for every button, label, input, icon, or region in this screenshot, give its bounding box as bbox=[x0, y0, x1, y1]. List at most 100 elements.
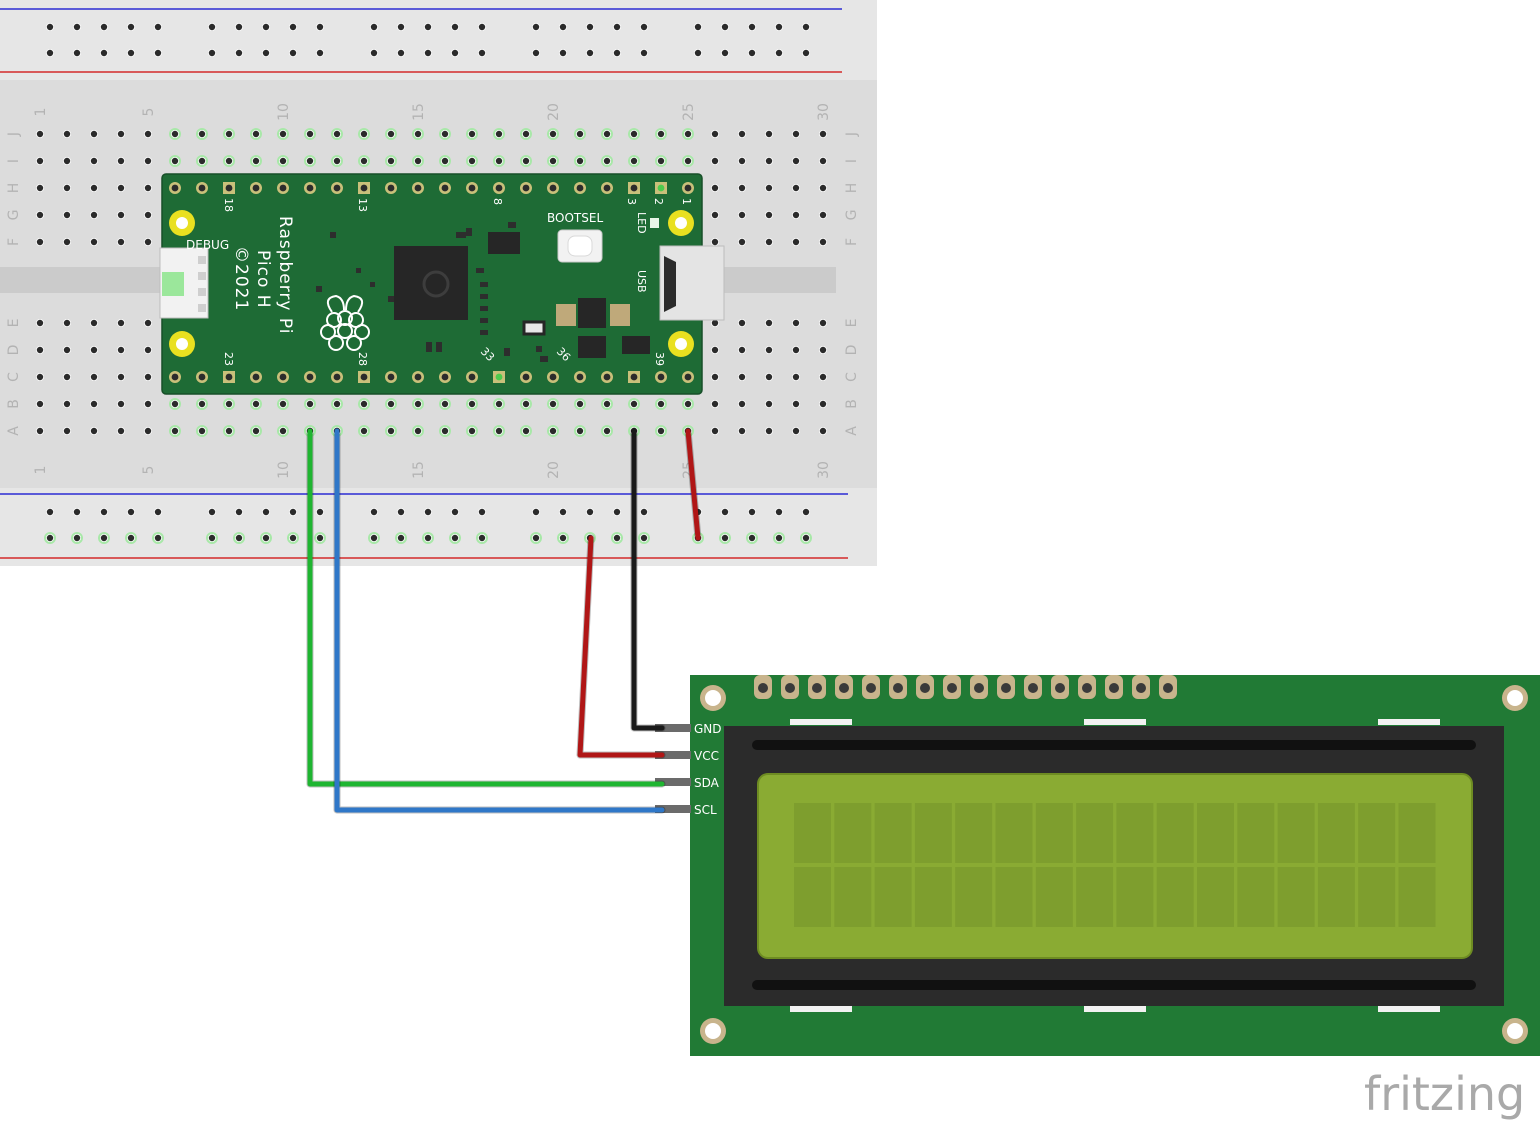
breadboard-hole bbox=[721, 508, 729, 516]
smd-component bbox=[316, 286, 322, 292]
lcd-char-cell bbox=[834, 803, 872, 863]
breadboard-hole bbox=[738, 319, 746, 327]
breadboard-hole bbox=[765, 319, 773, 327]
breadboard-hole bbox=[370, 23, 378, 31]
breadboard-hole bbox=[819, 319, 827, 327]
pico-smd-parts bbox=[316, 222, 548, 362]
lcd-pin-vcc: VCC bbox=[655, 749, 719, 763]
breadboard-hole bbox=[117, 373, 125, 381]
smd-component bbox=[508, 222, 516, 228]
pico-pin-number: 2 bbox=[652, 198, 665, 205]
column-number-label: 30 bbox=[816, 461, 832, 479]
row-letter-label: I bbox=[6, 159, 22, 163]
breadboard-hole bbox=[682, 398, 694, 410]
column-number-label: 10 bbox=[276, 103, 292, 121]
breadboard-hole bbox=[640, 49, 648, 57]
breadboard-hole bbox=[289, 508, 297, 516]
breadboard-hole bbox=[711, 373, 719, 381]
column-number-label: 1 bbox=[33, 466, 49, 475]
debug-label: DEBUG bbox=[186, 238, 229, 252]
pico-pin bbox=[196, 371, 208, 383]
pico-pin bbox=[304, 371, 316, 383]
pico-pin bbox=[331, 371, 343, 383]
breadboard-hole bbox=[574, 155, 586, 167]
breadboard-hole bbox=[260, 532, 272, 544]
breadboard-hole bbox=[451, 49, 459, 57]
breadboard-hole bbox=[127, 23, 135, 31]
breadboard-hole bbox=[397, 23, 405, 31]
breadboard-hole bbox=[422, 532, 434, 544]
breadboard-hole bbox=[601, 155, 613, 167]
lcd-char-cell bbox=[1156, 867, 1194, 927]
breadboard-hole bbox=[721, 49, 729, 57]
breadboard-hole bbox=[208, 508, 216, 516]
lcd-char-cell bbox=[1035, 867, 1073, 927]
breadboard-hole bbox=[36, 130, 44, 138]
breadboard-hole bbox=[36, 400, 44, 408]
breadboard-hole bbox=[117, 238, 125, 246]
lcd-header-pins bbox=[754, 675, 1177, 699]
breadboard-hole bbox=[819, 346, 827, 354]
breadboard-hole bbox=[304, 155, 316, 167]
breadboard-hole bbox=[574, 128, 586, 140]
lcd-header-pin bbox=[862, 675, 880, 699]
lcd-pin-gnd: GND bbox=[655, 722, 722, 736]
breadboard-hole bbox=[314, 532, 326, 544]
row-letter-label: H bbox=[6, 183, 22, 194]
breadboard-hole bbox=[547, 398, 559, 410]
breadboard-hole bbox=[223, 128, 235, 140]
pico-board: Raspberry Pi Pico H ©2021 DEBUG BOOTSEL … bbox=[159, 173, 725, 395]
lcd-pin-scl: SCL bbox=[655, 803, 717, 817]
row-letter-label: C bbox=[6, 372, 22, 382]
breadboard-hole bbox=[721, 23, 729, 31]
row-letter-label: H bbox=[844, 183, 860, 194]
breadboard-hole bbox=[385, 425, 397, 437]
breadboard-hole bbox=[90, 373, 98, 381]
lcd-char-cell bbox=[1317, 867, 1355, 927]
lcd-header-pin bbox=[1051, 675, 1069, 699]
pico-pin bbox=[277, 371, 289, 383]
breadboard-hole bbox=[144, 157, 152, 165]
lcd-char-cell bbox=[1358, 867, 1396, 927]
breadboard-hole bbox=[819, 427, 827, 435]
pico-pin bbox=[385, 371, 397, 383]
power-wire bbox=[684, 427, 702, 542]
breadboard-hole bbox=[547, 425, 559, 437]
pico-pin bbox=[358, 371, 370, 383]
breadboard-hole bbox=[117, 346, 125, 354]
breadboard-hole bbox=[44, 532, 56, 544]
smd-component bbox=[388, 296, 394, 302]
pico-pin bbox=[682, 371, 694, 383]
breadboard-hole bbox=[46, 23, 54, 31]
breadboard-hole bbox=[36, 319, 44, 327]
breadboard-hole bbox=[117, 157, 125, 165]
smd-component bbox=[504, 348, 510, 356]
pico-name-line3: ©2021 bbox=[231, 246, 251, 311]
pico-pin bbox=[304, 182, 316, 194]
breadboard-hole bbox=[775, 49, 783, 57]
pico-pin bbox=[601, 182, 613, 194]
column-number-label: 20 bbox=[546, 461, 562, 479]
column-number-label: 5 bbox=[141, 108, 157, 117]
breadboard-hole bbox=[144, 184, 152, 192]
breadboard-hole bbox=[250, 398, 262, 410]
pico-pin bbox=[574, 371, 586, 383]
breadboard-hole bbox=[90, 130, 98, 138]
pico-pin bbox=[223, 371, 235, 383]
row-letter-label: G bbox=[6, 210, 22, 221]
lcd-char-cell bbox=[1116, 867, 1154, 927]
breadboard-hole bbox=[792, 400, 800, 408]
breadboard-hole bbox=[773, 532, 785, 544]
lcd-char-cell bbox=[874, 803, 912, 863]
lcd-char-cell bbox=[955, 803, 993, 863]
lcd-char-cell bbox=[914, 867, 952, 927]
breadboard-hole bbox=[792, 157, 800, 165]
breadboard-hole bbox=[358, 425, 370, 437]
breadboard-hole bbox=[532, 508, 540, 516]
breadboard-hole bbox=[792, 184, 800, 192]
breadboard-hole bbox=[711, 346, 719, 354]
breadboard-hole bbox=[802, 49, 810, 57]
breadboard-hole bbox=[738, 184, 746, 192]
